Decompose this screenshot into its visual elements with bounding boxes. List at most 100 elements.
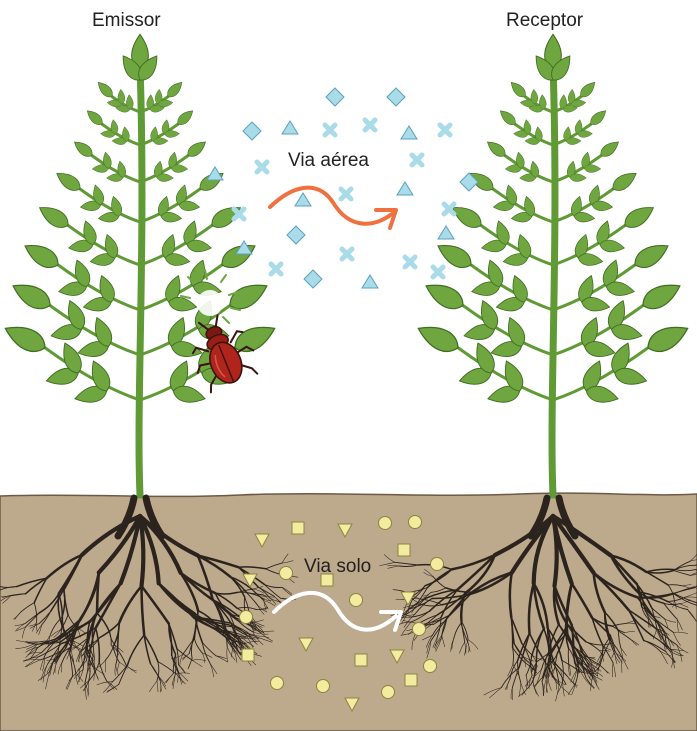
- air-route-arrow: [268, 185, 398, 230]
- soil-molecule-triangle-icon: [254, 533, 270, 549]
- root-branch: [637, 591, 657, 621]
- root-branch: [547, 632, 568, 660]
- root-branch: [48, 649, 62, 673]
- root-branch: [672, 598, 675, 608]
- root-branch: [197, 609, 220, 629]
- leaf: [0, 318, 51, 358]
- root-branch: [252, 631, 264, 645]
- leaf: [620, 200, 658, 233]
- root-branch: [41, 637, 58, 653]
- root-branch: [246, 592, 264, 596]
- root-branch: [510, 616, 514, 649]
- root-branch: [27, 641, 41, 644]
- plant-branch: [100, 122, 142, 147]
- root-branch: [653, 636, 671, 652]
- root-branch: [88, 660, 91, 682]
- root-branch: [532, 681, 539, 697]
- root-branch: [403, 603, 421, 609]
- root-branch: [555, 684, 560, 702]
- root-branch: [470, 571, 514, 594]
- soil-molecule-square-icon: [291, 521, 305, 535]
- root-branch: [29, 652, 42, 660]
- root-branch: [85, 647, 94, 667]
- root-branch: [424, 568, 453, 587]
- root-branch: [77, 669, 84, 683]
- soil-molecule-circle-icon: [349, 593, 363, 607]
- root-branch: [201, 642, 211, 664]
- root-branch: [612, 662, 614, 678]
- air-molecule-cross-icon: [402, 254, 418, 270]
- root-branch: [676, 644, 683, 662]
- root-branch: [590, 669, 598, 683]
- root-branch: [257, 605, 265, 615]
- root-branch: [379, 562, 396, 567]
- root-branch: [68, 646, 78, 653]
- soil-molecule-square-icon: [320, 573, 334, 587]
- root-branch: [581, 657, 587, 679]
- root-branch: [246, 592, 259, 606]
- root-branch: [196, 554, 214, 601]
- root-branch: [681, 584, 692, 587]
- root-branch: [507, 664, 514, 677]
- root-branch: [450, 553, 497, 571]
- root-branch: [84, 660, 90, 684]
- root-branch: [81, 646, 88, 658]
- root-branch: [558, 684, 571, 695]
- root-branch: [550, 513, 574, 586]
- root-branch: [655, 619, 664, 639]
- root-branch: [550, 626, 567, 653]
- root-branch: [694, 564, 697, 566]
- root-branch: [444, 587, 473, 594]
- plant-branch: [551, 154, 603, 184]
- root-branch: [112, 621, 121, 647]
- root-branch: [655, 619, 674, 633]
- root-branch: [465, 639, 469, 654]
- root-branch: [609, 634, 615, 651]
- root-branch: [591, 616, 614, 627]
- root-branch: [655, 628, 662, 640]
- root-branch: [676, 618, 683, 631]
- root-branch: [676, 618, 679, 632]
- root-branch: [38, 592, 60, 614]
- plant-branch: [138, 187, 202, 224]
- root-branch: [594, 658, 603, 669]
- root-branch: [83, 648, 91, 655]
- root-branch: [434, 635, 442, 646]
- root-branch: [599, 650, 610, 652]
- root-branch: [38, 624, 43, 635]
- root-branch: [548, 668, 555, 679]
- root-branch: [47, 643, 62, 665]
- plant-branch: [78, 187, 142, 224]
- root-branch: [530, 661, 538, 672]
- root-branch: [624, 631, 635, 633]
- root-branch: [531, 513, 556, 586]
- root-branch: [403, 614, 415, 628]
- soil-molecule-square-icon: [354, 653, 368, 667]
- leaf: [630, 237, 673, 274]
- root-branch: [193, 638, 203, 654]
- root-branch: [57, 592, 63, 627]
- root-branch: [565, 626, 578, 658]
- root-branch: [63, 588, 69, 616]
- root-branch: [657, 629, 678, 646]
- root-branch: [263, 600, 267, 611]
- root-branch: [15, 577, 48, 588]
- plant-branch: [491, 187, 555, 224]
- root-branch: [88, 582, 122, 624]
- root-branch: [693, 586, 697, 588]
- root-branch: [65, 675, 73, 690]
- root-branch: [149, 680, 158, 693]
- root-branch: [244, 641, 259, 644]
- root-branch: [118, 513, 143, 586]
- root-branch: [667, 584, 683, 587]
- root-branch: [663, 602, 681, 606]
- root-branch: [541, 681, 545, 696]
- root-branch: [171, 673, 176, 686]
- root-branch: [417, 587, 428, 603]
- root-branch: [641, 606, 649, 620]
- root-branch: [171, 654, 183, 659]
- root-branch: [39, 649, 62, 661]
- root-branch: [159, 677, 167, 690]
- root-branch: [667, 596, 686, 603]
- root-branch: [226, 646, 228, 663]
